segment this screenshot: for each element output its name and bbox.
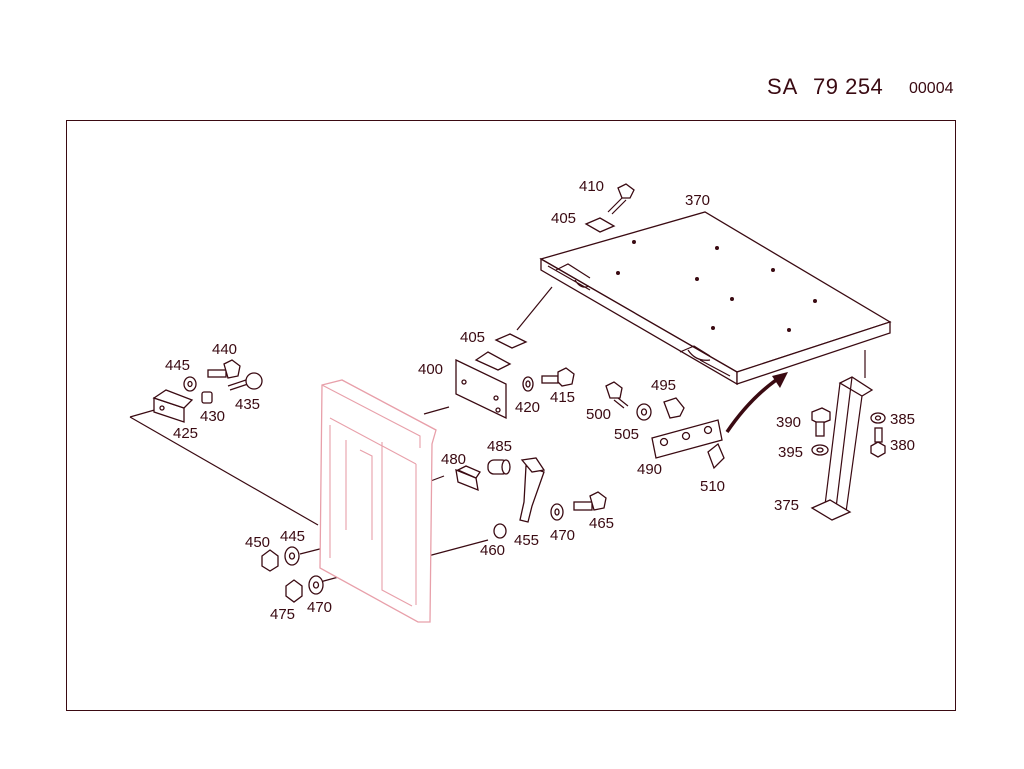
label-430: 430 bbox=[200, 408, 225, 425]
plate-490 bbox=[651, 419, 723, 459]
label-410: 410 bbox=[579, 178, 604, 195]
diagram-frame bbox=[66, 120, 956, 711]
label-450: 450 bbox=[245, 534, 270, 551]
bolt-380 bbox=[870, 427, 886, 458]
label-390: 390 bbox=[776, 414, 801, 431]
table-top-part bbox=[539, 211, 892, 386]
label-465: 465 bbox=[589, 515, 614, 532]
support-leg-part bbox=[810, 376, 874, 521]
bolt-465 bbox=[573, 491, 607, 511]
nut-475 bbox=[285, 579, 303, 603]
screw-440 bbox=[207, 359, 241, 379]
label-420: 420 bbox=[515, 399, 540, 416]
bracket-480 bbox=[455, 465, 481, 492]
washer-385 bbox=[870, 412, 886, 424]
label-415: 415 bbox=[550, 389, 575, 406]
label-370: 370 bbox=[685, 192, 710, 209]
washer-445-lower bbox=[284, 546, 300, 566]
label-440: 440 bbox=[212, 341, 237, 358]
clip-405-upper bbox=[584, 217, 616, 233]
washer-470-right bbox=[550, 503, 564, 521]
nut-450 bbox=[261, 549, 279, 572]
bracket-425 bbox=[152, 389, 194, 423]
label-470-right: 470 bbox=[550, 527, 575, 544]
label-435: 435 bbox=[235, 396, 260, 413]
wing-nut-510 bbox=[707, 442, 725, 470]
label-375: 375 bbox=[774, 497, 799, 514]
screw-435 bbox=[227, 372, 263, 391]
label-380: 380 bbox=[890, 437, 915, 454]
diagram-prefix: SA bbox=[767, 74, 799, 99]
label-485: 485 bbox=[487, 438, 512, 455]
label-510: 510 bbox=[700, 478, 725, 495]
washer-395 bbox=[811, 444, 829, 456]
label-490: 490 bbox=[637, 461, 662, 478]
bolt-415 bbox=[541, 367, 575, 387]
screw-410 bbox=[607, 183, 635, 215]
label-405-lower: 405 bbox=[460, 329, 485, 346]
strap-455 bbox=[519, 457, 546, 523]
washer-420 bbox=[522, 376, 534, 392]
bolt-500 bbox=[605, 381, 629, 409]
label-455: 455 bbox=[514, 532, 539, 549]
label-395: 395 bbox=[778, 444, 803, 461]
pin-485 bbox=[487, 459, 511, 475]
nut-495 bbox=[663, 397, 685, 419]
label-505: 505 bbox=[614, 426, 639, 443]
label-475: 475 bbox=[270, 606, 295, 623]
washer-445-upper bbox=[183, 376, 197, 392]
label-445-lower: 445 bbox=[280, 528, 305, 545]
label-425: 425 bbox=[173, 425, 198, 442]
label-445-upper: 445 bbox=[165, 357, 190, 374]
nut-430 bbox=[201, 391, 213, 404]
label-405-upper: 405 bbox=[551, 210, 576, 227]
clip-405-lower bbox=[494, 333, 528, 349]
console-body-part bbox=[319, 379, 437, 623]
washer-505 bbox=[636, 403, 652, 421]
label-500: 500 bbox=[586, 406, 611, 423]
label-400: 400 bbox=[418, 361, 443, 378]
bracket-400 bbox=[455, 351, 512, 420]
washer-470-left bbox=[308, 575, 324, 595]
spacer-460 bbox=[493, 523, 507, 539]
diagram-code: 00004 bbox=[909, 80, 954, 97]
label-460: 460 bbox=[480, 542, 505, 559]
bolt-390 bbox=[811, 407, 831, 437]
label-385: 385 bbox=[890, 411, 915, 428]
direction-arrow bbox=[725, 372, 788, 433]
label-495: 495 bbox=[651, 377, 676, 394]
diagram-number: 79 254 bbox=[813, 74, 884, 99]
label-480: 480 bbox=[441, 451, 466, 468]
label-470-left: 470 bbox=[307, 599, 332, 616]
